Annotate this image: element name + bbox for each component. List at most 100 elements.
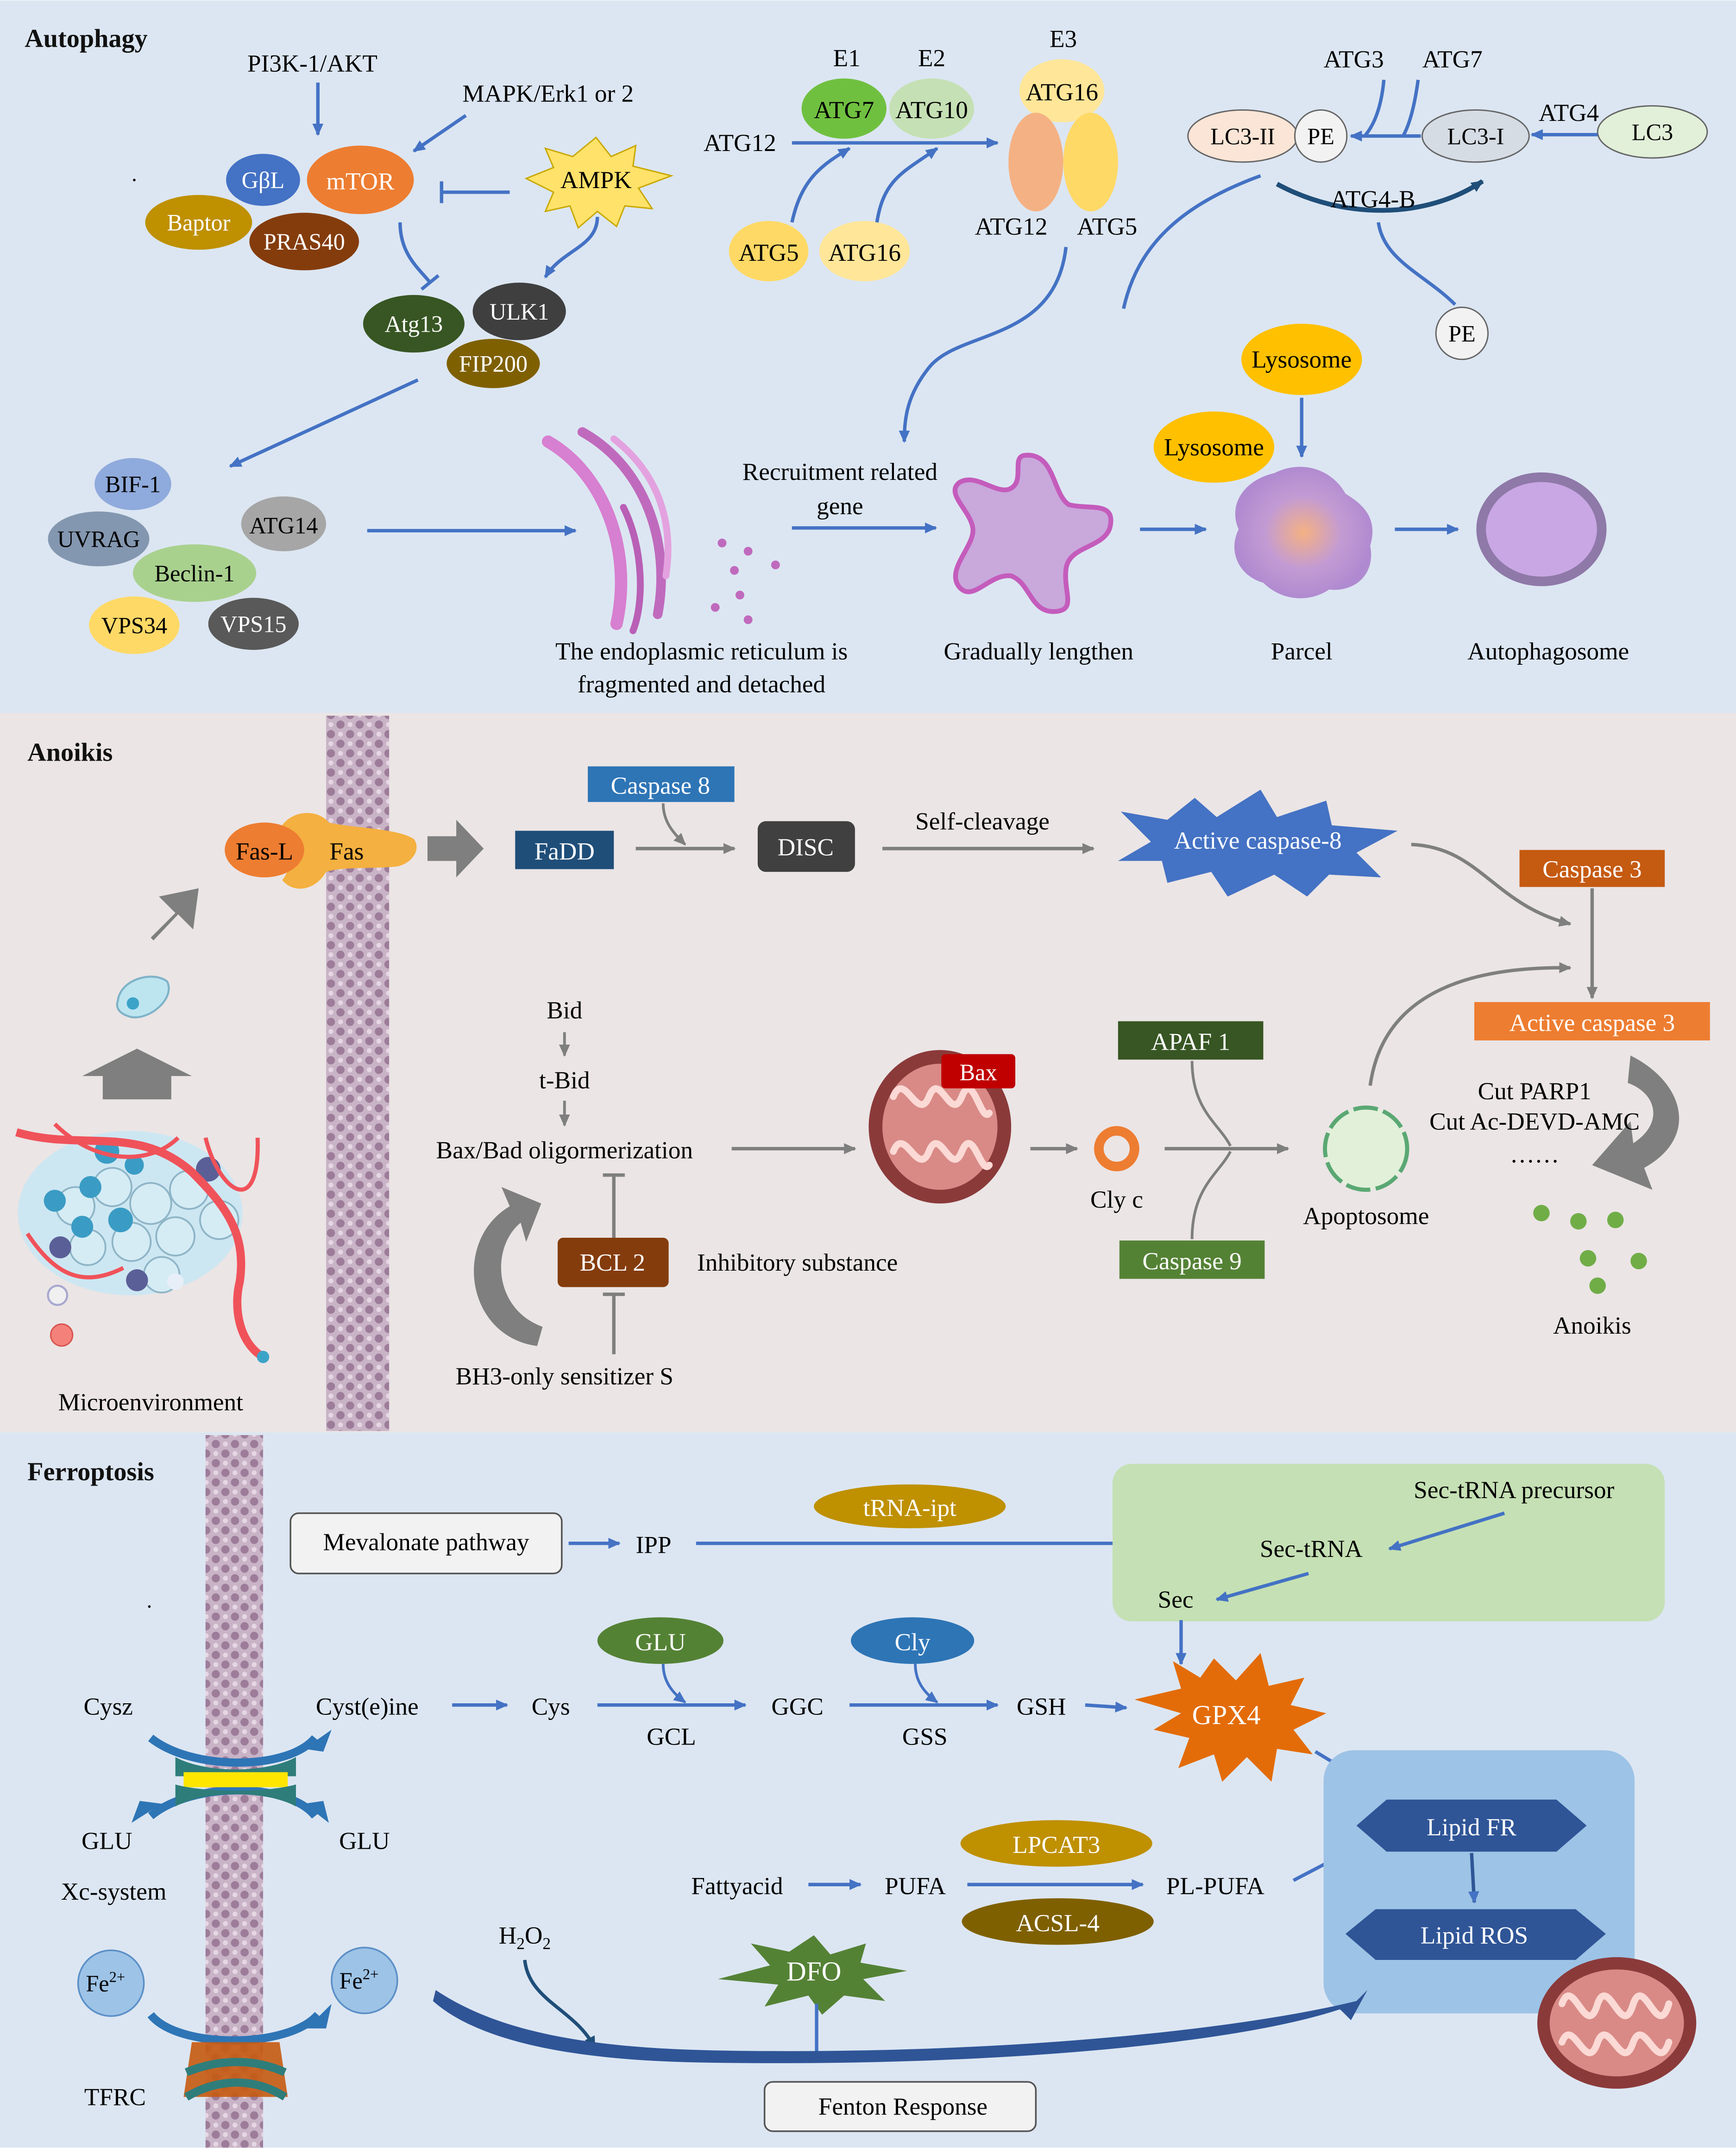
ipp-label: IPP	[636, 1531, 672, 1558]
fe-right-label: Fe2+	[340, 1966, 379, 1994]
sec-precursor-label: Sec-tRNA precursor	[1414, 1476, 1614, 1504]
fe-to-lipid-curve-arrow	[433, 1990, 1368, 2063]
gbl-node	[226, 154, 300, 206]
er-fragments	[541, 427, 780, 634]
h2o2-sub-a: 2	[516, 1934, 525, 1953]
baxbad-label: Bax/Bad oligormerization	[436, 1136, 693, 1164]
beclin1-label: Beclin-1	[155, 561, 235, 586]
clyc-shape	[1094, 1126, 1139, 1172]
atg14-label: ATG14	[249, 513, 318, 539]
lengthen-label: Gradually lengthen	[944, 638, 1133, 665]
fadd-label: FaDD	[535, 838, 595, 865]
atg4b-to-pe-path	[1377, 222, 1457, 306]
lc3ii-label: LC3-II	[1210, 123, 1275, 149]
cut-parp1-label: Cut PARP1	[1478, 1077, 1591, 1105]
fasl-node	[225, 822, 304, 878]
bif1-label: BIF-1	[105, 472, 161, 498]
cly-input	[914, 1663, 938, 1704]
ulk1-to-beclin-arrow	[229, 378, 419, 468]
pe-top-node	[1294, 109, 1348, 163]
h2o2-o: O	[525, 1921, 542, 1949]
sec-label: Sec	[1158, 1586, 1194, 1613]
anoikis-result-label: Anoikis	[1553, 1312, 1631, 1339]
mitochondrion-ferroptosis	[1537, 1957, 1697, 2089]
lysosome-left-node	[1153, 411, 1275, 483]
section-title-autophagy: Autophagy	[25, 24, 147, 53]
dfo-label: DFO	[786, 1956, 841, 1986]
active-caspase3-label: Active caspase 3	[1510, 1009, 1675, 1036]
parcel-label: Parcel	[1271, 638, 1333, 665]
bh3-to-bax-curve-arrow	[474, 1187, 543, 1346]
mapk-label: MAPK/Erk1 or 2	[462, 80, 634, 107]
atg12-left-label: ATG12	[704, 129, 776, 157]
atg5-bottom-label: ATG5	[738, 239, 799, 266]
plpufa-label: PL-PUFA	[1166, 1872, 1265, 1900]
baptor-label: Baptor	[167, 210, 231, 236]
h2o2-label: H2O2	[499, 1921, 551, 1953]
bid-label: Bid	[547, 997, 582, 1024]
dot-mark-ferroptosis: .	[147, 1589, 152, 1613]
uvrag-label: UVRAG	[57, 526, 140, 552]
sectrna-to-sec-arrow	[1215, 1572, 1309, 1602]
atg7-right-label: ATG7	[1422, 46, 1483, 73]
apoptosome-label: Apoptosome	[1303, 1202, 1429, 1229]
lipid-fr-to-ros-arrow	[1468, 1853, 1479, 1904]
lpcat3-label: LPCAT3	[1013, 1831, 1100, 1858]
active-caspase8-label: Active caspase-8	[1174, 827, 1342, 854]
gcl-label: GCL	[647, 1723, 696, 1751]
section-title-ferroptosis: Ferroptosis	[27, 1458, 154, 1487]
trna-ipt-label: tRNA-ipt	[863, 1494, 956, 1522]
ampk-label: AMPK	[560, 166, 632, 194]
e1-label: E1	[833, 44, 861, 72]
atg3-input	[1363, 80, 1386, 138]
xc-transporter	[131, 1729, 332, 1823]
mtor-complex: GβL Baptor PRAS40 mTOR	[145, 145, 414, 271]
fenton-label: Fenton Response	[818, 2093, 988, 2120]
active-caspase3-box	[1474, 1002, 1710, 1041]
caspase3-label: Caspase 3	[1542, 856, 1642, 883]
fe-right-charge: 2+	[363, 1966, 379, 1983]
tfrc-transporter	[147, 2003, 332, 2101]
ellipsis-label: ……	[1510, 1140, 1559, 1168]
caspase9-label: Caspase 9	[1142, 1247, 1241, 1275]
caspase9-box	[1119, 1240, 1265, 1279]
atg13-label: Atg13	[385, 311, 443, 337]
fadd-box	[515, 831, 614, 869]
er-caption-line1: The endoplasmic reticulum is	[555, 638, 848, 665]
caspase3-box	[1519, 850, 1665, 887]
pe-bottom-node	[1435, 306, 1489, 360]
baptor-node	[145, 195, 252, 250]
lc3-label: LC3	[1632, 120, 1673, 145]
pi3k-label: PI3K-1/AKT	[247, 50, 377, 77]
fe-right-node	[331, 1946, 398, 2015]
atg16-top-label: ATG16	[1025, 79, 1098, 106]
ulk1-node	[472, 283, 566, 340]
cys-label: Cys	[532, 1693, 570, 1720]
trna-ipt-node	[814, 1484, 1006, 1529]
active8-to-caspase3-arrow	[1411, 843, 1572, 927]
atg-conj-to-recruit-arrow	[899, 246, 1068, 443]
caspase8-box	[588, 766, 735, 802]
lc3i-node	[1422, 109, 1530, 163]
glu-left-label: GLU	[82, 1827, 132, 1854]
cly-label: Cly	[895, 1628, 931, 1656]
atg4b-label: ATG4-B	[1330, 185, 1415, 213]
caspase8-input	[661, 803, 686, 846]
glu-top-label: GLU	[635, 1628, 686, 1656]
selfcleavage-label: Self-cleavage	[915, 807, 1050, 835]
lipid-ros-hexagon	[1345, 1909, 1606, 1960]
vps15-label: VPS15	[220, 611, 286, 637]
acsl4-node	[962, 1898, 1154, 1945]
atg5-bottom-node	[729, 221, 809, 282]
atg12-conj-node	[1008, 113, 1063, 212]
atg13-node	[363, 295, 465, 353]
anoikis-dots	[1533, 1205, 1647, 1294]
inhibitory-label: Inhibitory substance	[697, 1249, 898, 1276]
vps34-label: VPS34	[101, 612, 167, 638]
disc-box	[757, 821, 855, 872]
atg10-node	[889, 78, 975, 139]
atg4-label: ATG4	[1539, 99, 1599, 126]
ulk1-complex: Atg13 ULK1 FIP200	[363, 283, 566, 388]
cut-ac-label: Cut Ac-DEVD-AMC	[1429, 1108, 1640, 1135]
section-title-anoikis: Anoikis	[27, 738, 113, 767]
